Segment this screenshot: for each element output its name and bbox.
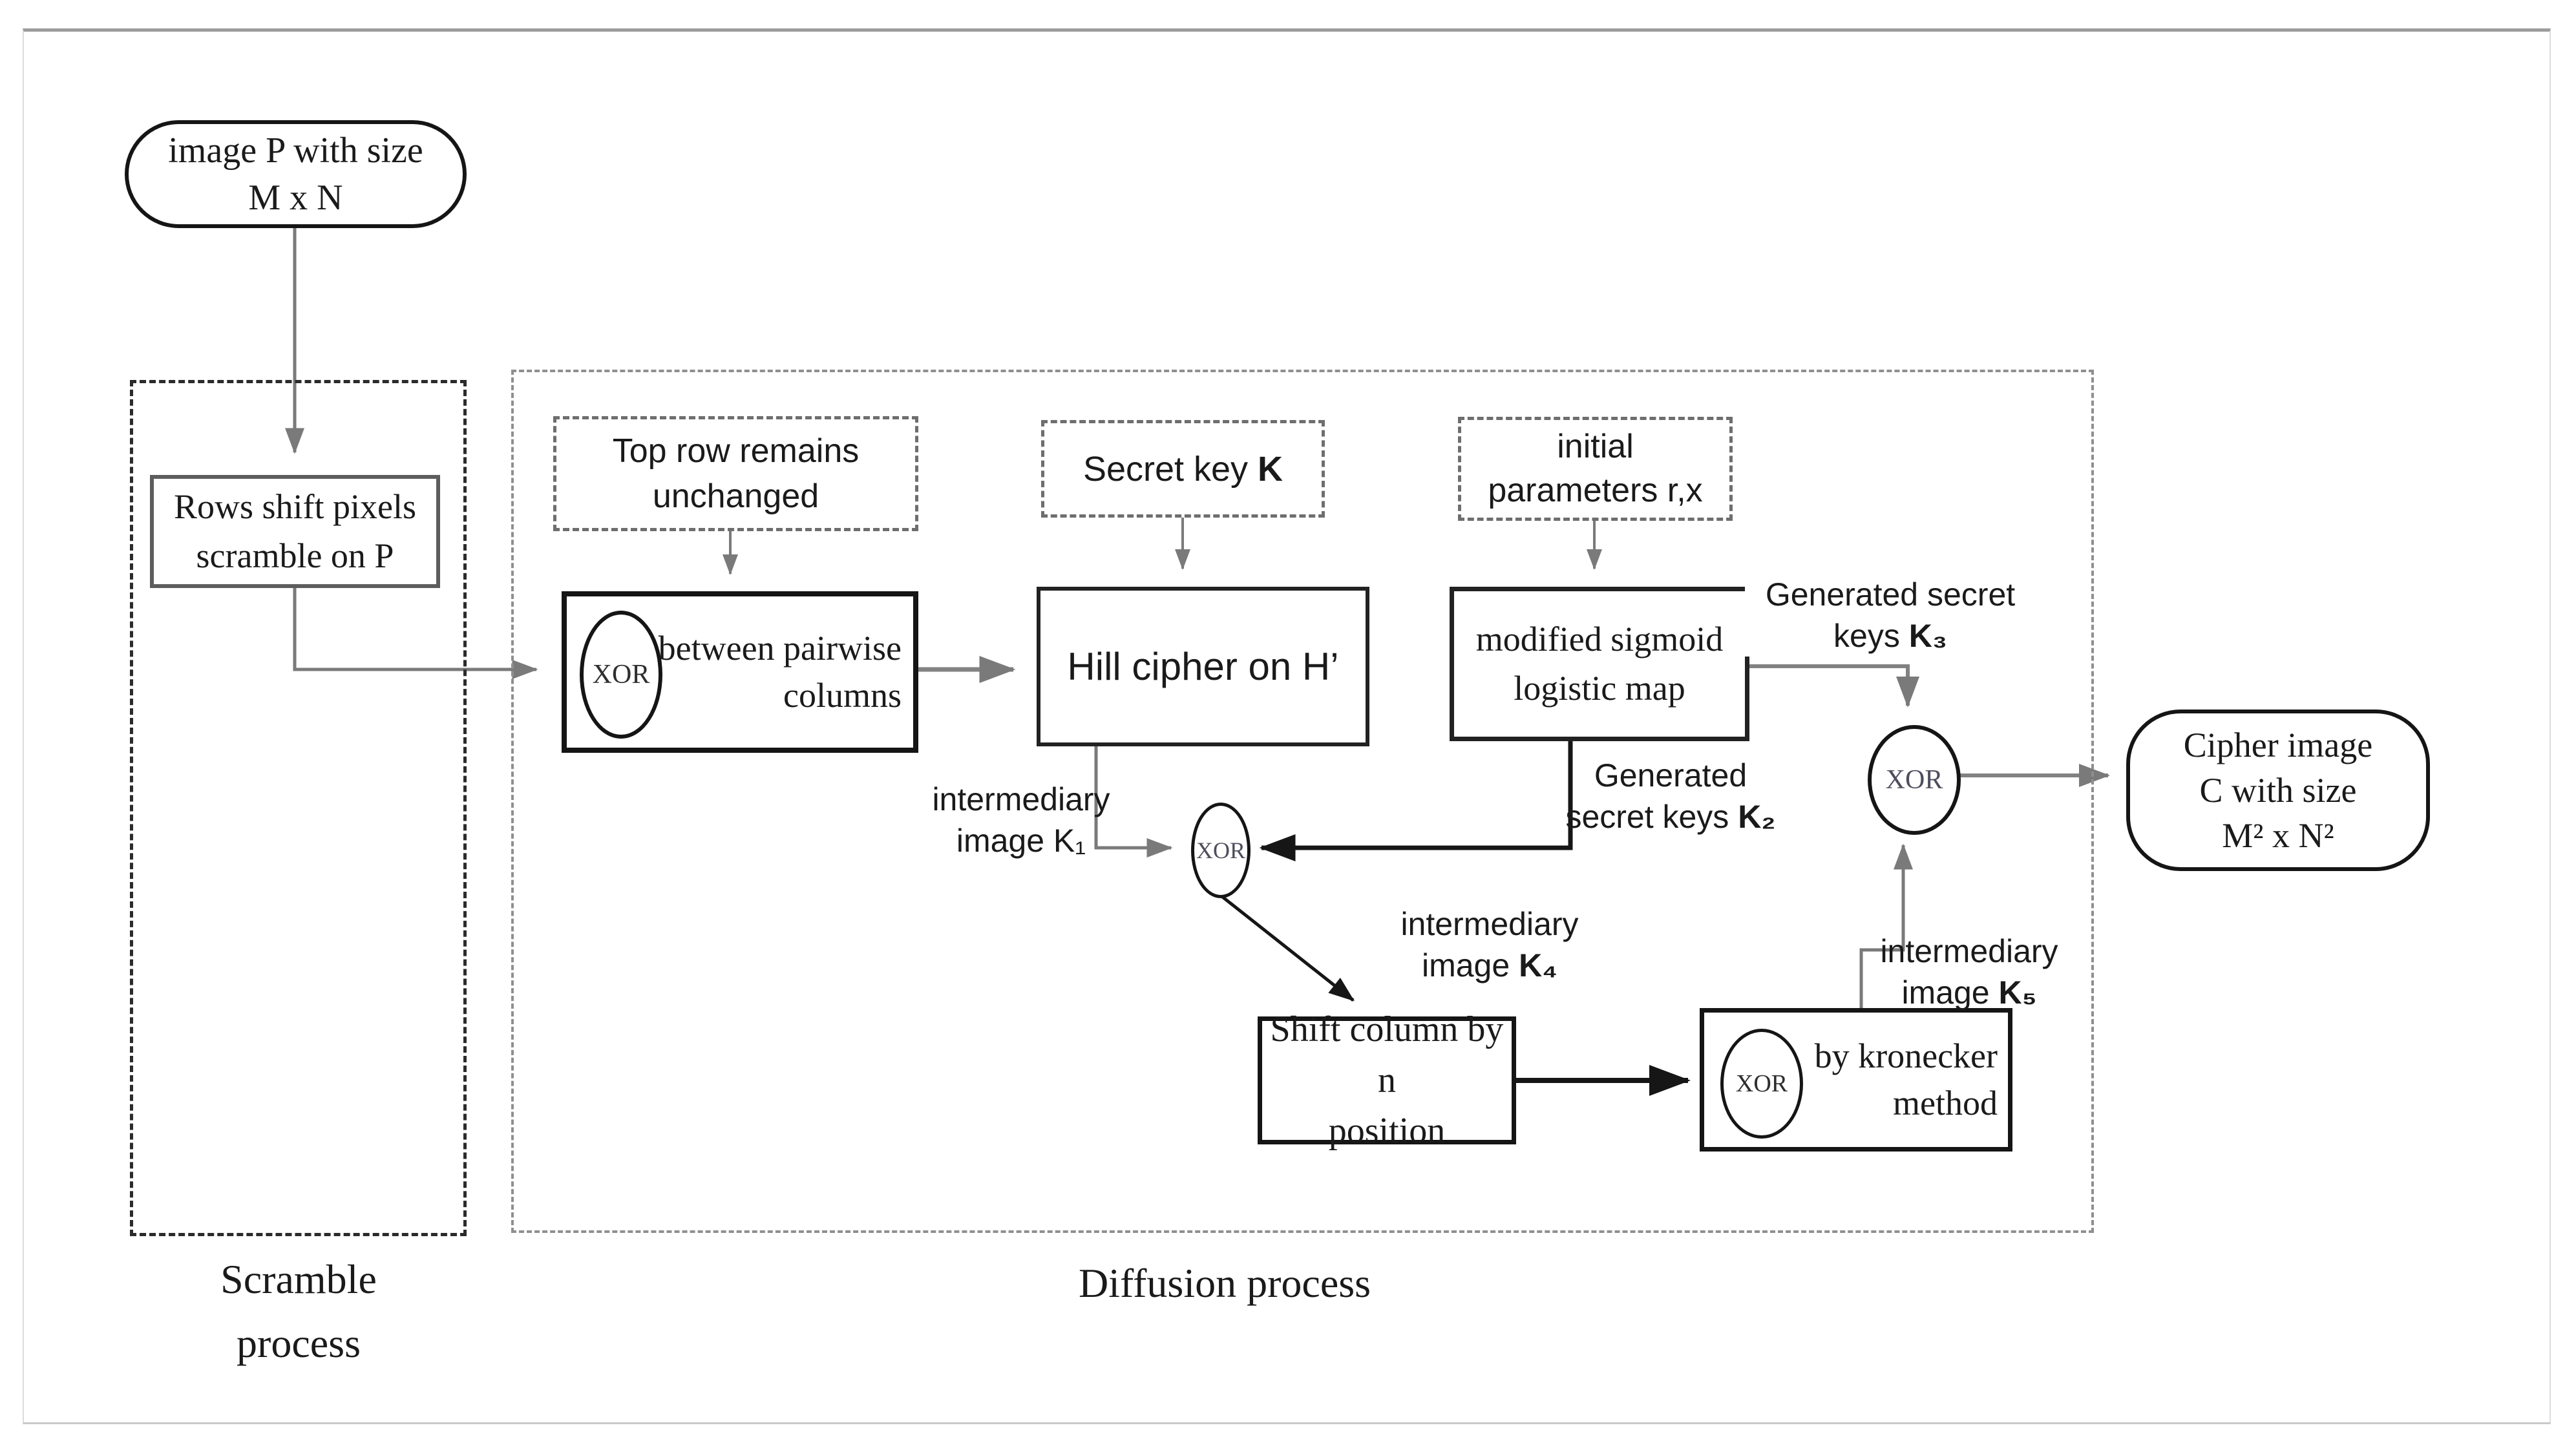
xor-kronecker-icon: XOR (1720, 1029, 1803, 1139)
diffusion-process-label: Diffusion process (1078, 1260, 1371, 1306)
xor-pairwise-icon: XOR (580, 611, 662, 739)
figure-frame (23, 28, 2551, 1424)
shift-column-node: Shift column by n position (1258, 1009, 1516, 1151)
input-image-node: image P with size M x N (125, 120, 467, 228)
hill-cipher-node: Hill cipher on H’ (1037, 587, 1369, 746)
intermediary-k5-label: intermediary image K₅ (1880, 933, 2058, 1011)
xor-right-icon: XOR (1868, 725, 1961, 835)
scramble-process-label: Scramble process (220, 1256, 377, 1367)
generated-keys-k3-label: Generated secret keys K₃ (1745, 574, 2036, 657)
generated-keys-k2-label: Generated secret keys K₂ (1565, 757, 1776, 835)
sigmoid-logistic-map-node: modified sigmoid logistic map (1450, 587, 1749, 741)
scramble-process-container (130, 380, 467, 1236)
xor-mid-icon: XOR (1191, 803, 1251, 898)
initial-parameters-node: initial parameters r,x (1458, 417, 1733, 521)
rows-shift-node: Rows shift pixels scramble on P (150, 475, 440, 588)
top-row-unchanged-node: Top row remains unchanged (553, 416, 918, 531)
intermediary-k4-label: intermediary image K₄ (1400, 906, 1579, 983)
diffusion-process-container (511, 370, 2094, 1233)
intermediary-k1-label: intermediary image K₁ (932, 781, 1110, 859)
cipher-image-node: Cipher image C with size M² x N² (2126, 710, 2430, 871)
secret-key-node: Secret key K (1041, 420, 1325, 518)
